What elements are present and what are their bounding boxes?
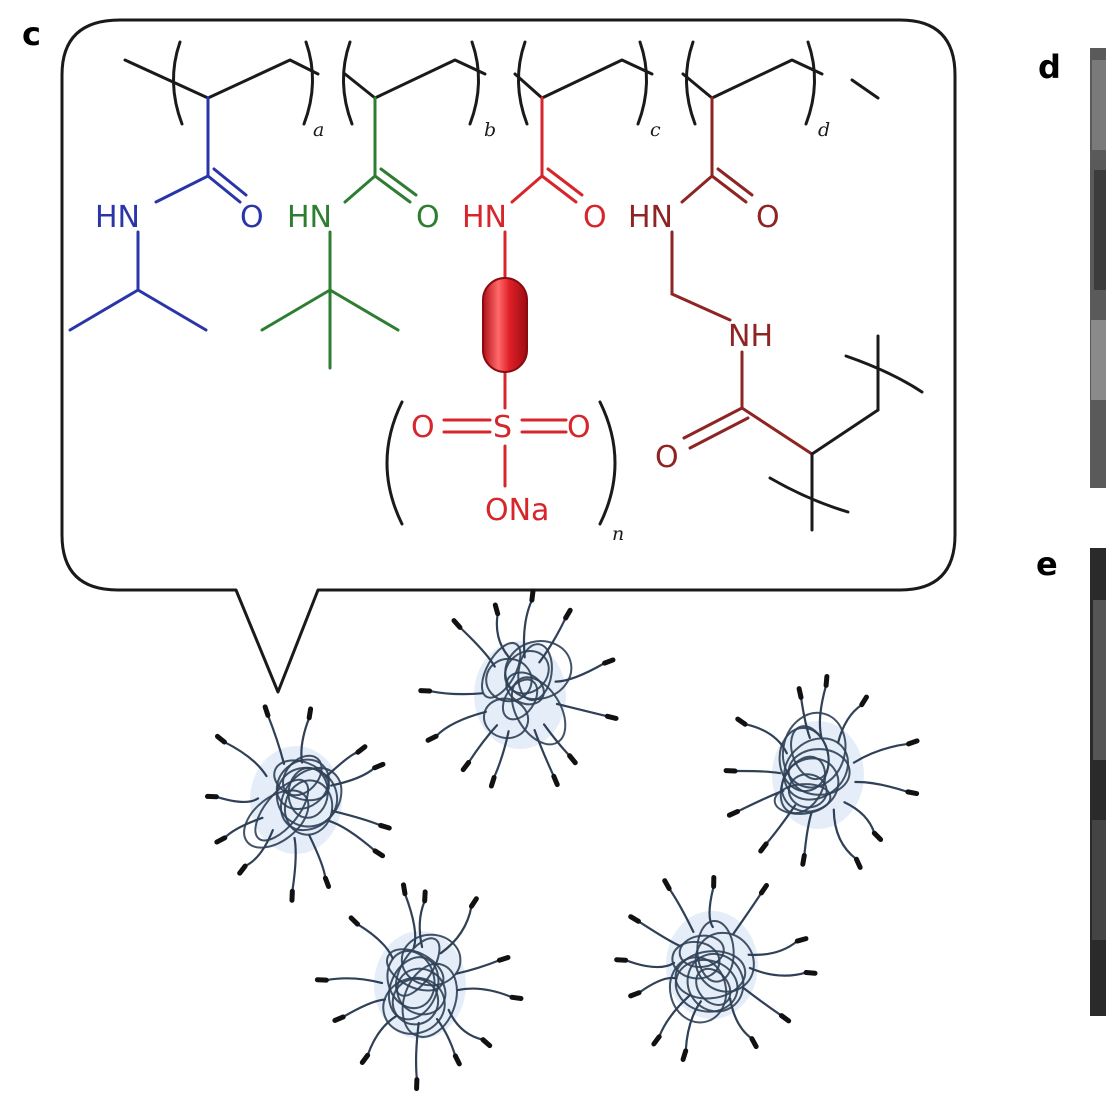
panel-label-e: e	[1036, 545, 1058, 583]
nanoparticle	[726, 677, 917, 868]
subscript-c: c	[650, 119, 661, 141]
sulfonyl-o-right-label: O	[567, 410, 591, 445]
crosslinker-nh-label: NH	[728, 319, 773, 354]
ntba-hn-label: HN	[287, 200, 332, 235]
crosslinker-o2-label: O	[655, 440, 679, 475]
crosslinker-o-label: O	[756, 200, 780, 235]
subscript-n: n	[612, 523, 624, 545]
subscript-d: d	[818, 119, 830, 141]
nipam-o-label: O	[240, 200, 264, 235]
ntba-o-label: O	[416, 200, 440, 235]
nipam-hn-label: HN	[95, 200, 140, 235]
panel-label-d: d	[1038, 48, 1061, 86]
sulfur-label: S	[493, 410, 512, 445]
micrograph-d	[1090, 48, 1106, 488]
sulfonate-o-label: O	[583, 200, 607, 235]
subscript-a: a	[313, 119, 324, 141]
spacer-capsule	[483, 278, 527, 372]
nanoparticle	[317, 885, 521, 1089]
sulfonate-hn-label: HN	[462, 200, 507, 235]
nanoparticle-layer	[207, 591, 917, 1088]
nanoparticle	[617, 877, 815, 1059]
sodium-salt-label: ONa	[485, 493, 549, 528]
panel-label-c: c	[22, 15, 41, 53]
subscript-b: b	[484, 119, 496, 141]
nanoparticle	[421, 591, 616, 786]
micrograph-e	[1090, 548, 1106, 1016]
sulfonyl-o-left-label: O	[411, 410, 435, 445]
crosslinker-hn-label: HN	[628, 200, 673, 235]
nanoparticle	[207, 707, 389, 900]
